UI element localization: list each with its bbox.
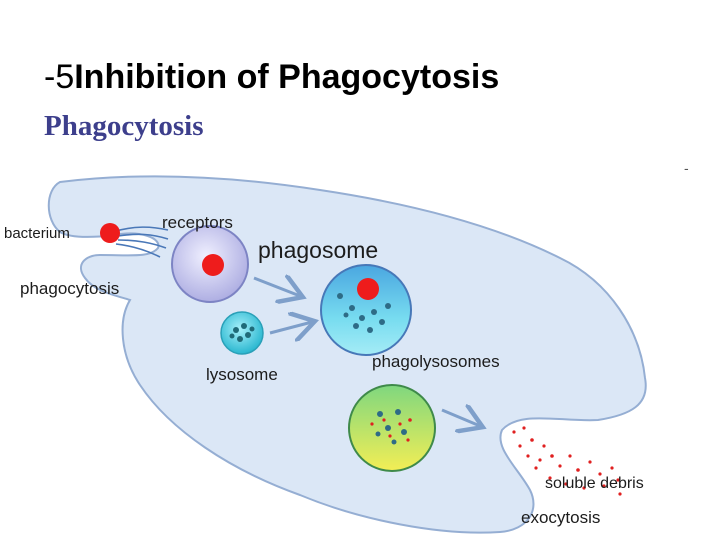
phagolysosome-vesicle — [320, 264, 412, 356]
lysosome-granules — [229, 323, 255, 342]
digestion-vesicle — [348, 384, 436, 472]
soluble-debris-dots — [512, 426, 622, 496]
label-phagolysosomes: phagolysosomes — [372, 352, 500, 371]
arrow-exocytosis — [441, 410, 480, 426]
receptor-lines — [115, 226, 169, 258]
slide-title-number: -5 — [44, 58, 75, 96]
phagolysosome-bacterium — [357, 278, 379, 300]
digestion-contents — [370, 409, 412, 445]
arrow-lysosome — [269, 322, 312, 333]
lysosome-vesicle — [220, 311, 264, 355]
slide-title: -5Inhibition of Phagocytosis — [44, 58, 499, 97]
arrow-phagosome — [253, 278, 300, 296]
label-exocytosis: exocytosis — [521, 508, 600, 527]
label-receptors: receptors — [162, 213, 233, 232]
label-phagosome: phagosome — [258, 237, 378, 263]
slide-subtitle: Phagocytosis — [44, 110, 204, 142]
phagosome-bacterium — [202, 254, 224, 276]
label-soluble-debris: soluble debris — [545, 475, 644, 492]
bacterium-dot — [100, 223, 120, 243]
corner-mark: - — [684, 160, 689, 176]
slide-title-text: Inhibition of Phagocytosis — [74, 58, 500, 96]
phagolysosome-granules — [337, 293, 391, 333]
label-lysosome: lysosome — [206, 365, 278, 384]
label-bacterium: bacterium — [4, 225, 70, 242]
label-phagocytosis: phagocytosis — [20, 279, 119, 298]
